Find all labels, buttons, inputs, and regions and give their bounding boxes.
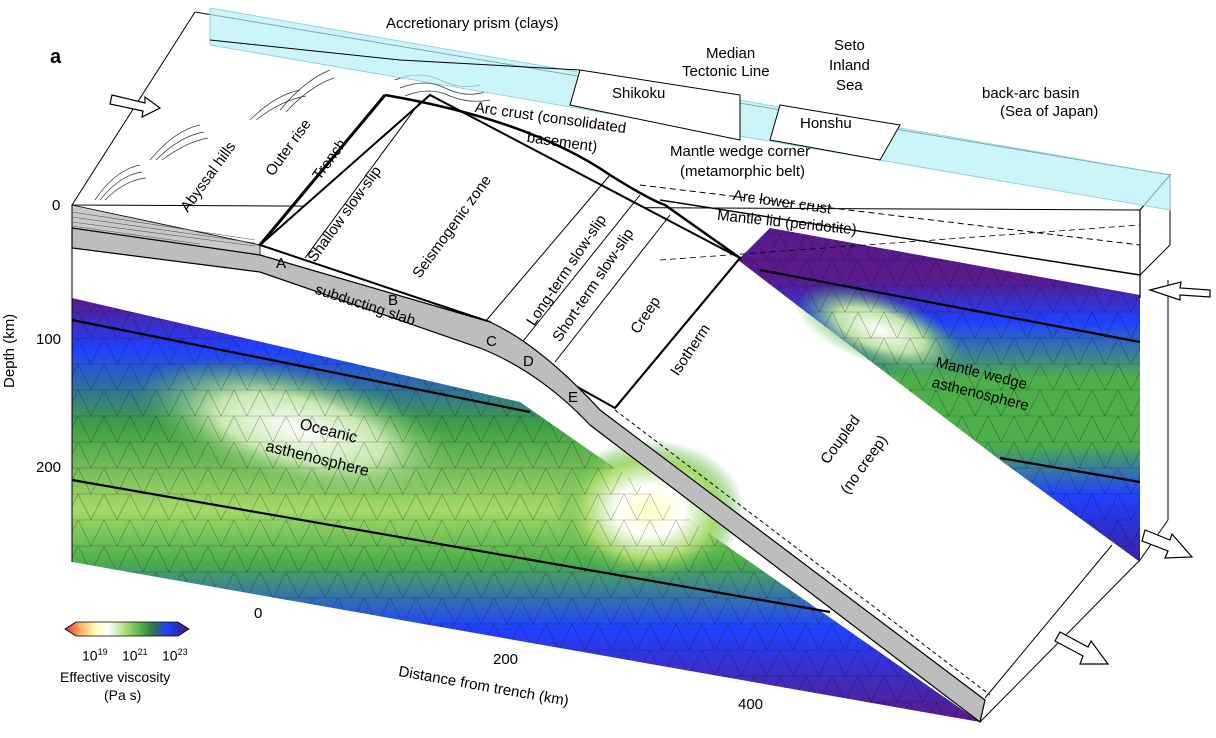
- seto-label-1: Seto: [834, 37, 865, 54]
- colorbar-title: Effective viscosity: [60, 669, 171, 685]
- point-a-label: A: [276, 255, 287, 272]
- panel-label: a: [50, 46, 62, 68]
- distance-tick: 200: [493, 651, 519, 668]
- honshu-label: Honshu: [800, 115, 852, 132]
- seafloor-sediments: [71, 211, 256, 247]
- ocean-water: [209, 7, 1171, 211]
- mantle-wedge-block: [738, 228, 1141, 562]
- shikoku-label: Shikoku: [612, 85, 666, 102]
- point-c-label: C: [486, 333, 497, 350]
- seto-label-2: Inland: [829, 57, 870, 74]
- back-arc-label-2: (Sea of Japan): [1000, 103, 1099, 120]
- subducting-slab: [71, 227, 991, 724]
- plate-motion-arrows: [109, 94, 1211, 665]
- depth-axis-title: Depth (km): [1, 313, 18, 388]
- depth-tick: 200: [36, 459, 62, 476]
- colorbar-tick: 1021: [122, 647, 148, 664]
- oceanic-asthenosphere-block: [71, 298, 980, 722]
- point-b-label: B: [388, 292, 399, 309]
- mantle-wedge-corner-label-2: (metamorphic belt): [680, 163, 806, 180]
- colorbar-tick: 1019: [82, 647, 108, 664]
- mtl-label-2: Tectonic Line: [682, 63, 770, 80]
- point-d-label: D: [523, 353, 534, 370]
- back-arc-label-1: back-arc basin: [982, 85, 1080, 102]
- depth-tick: 0: [52, 197, 61, 214]
- colorbar-tick: 1023: [162, 647, 188, 664]
- colorbar: [64, 621, 190, 637]
- seto-label-3: Sea: [836, 77, 863, 94]
- abyssal-hills-sketch: [94, 69, 335, 201]
- mtl-label-1: Median: [706, 45, 756, 62]
- depth-tick: 100: [36, 331, 62, 348]
- distance-tick: 0: [254, 605, 263, 622]
- colorbar-unit: (Pa s): [104, 687, 142, 703]
- accretionary-prism-label: Accretionary prism (clays): [386, 15, 559, 32]
- distance-tick: 400: [738, 696, 764, 713]
- mantle-wedge-corner-label-1: Mantle wedge corner: [670, 143, 811, 160]
- point-e-label: E: [568, 389, 579, 406]
